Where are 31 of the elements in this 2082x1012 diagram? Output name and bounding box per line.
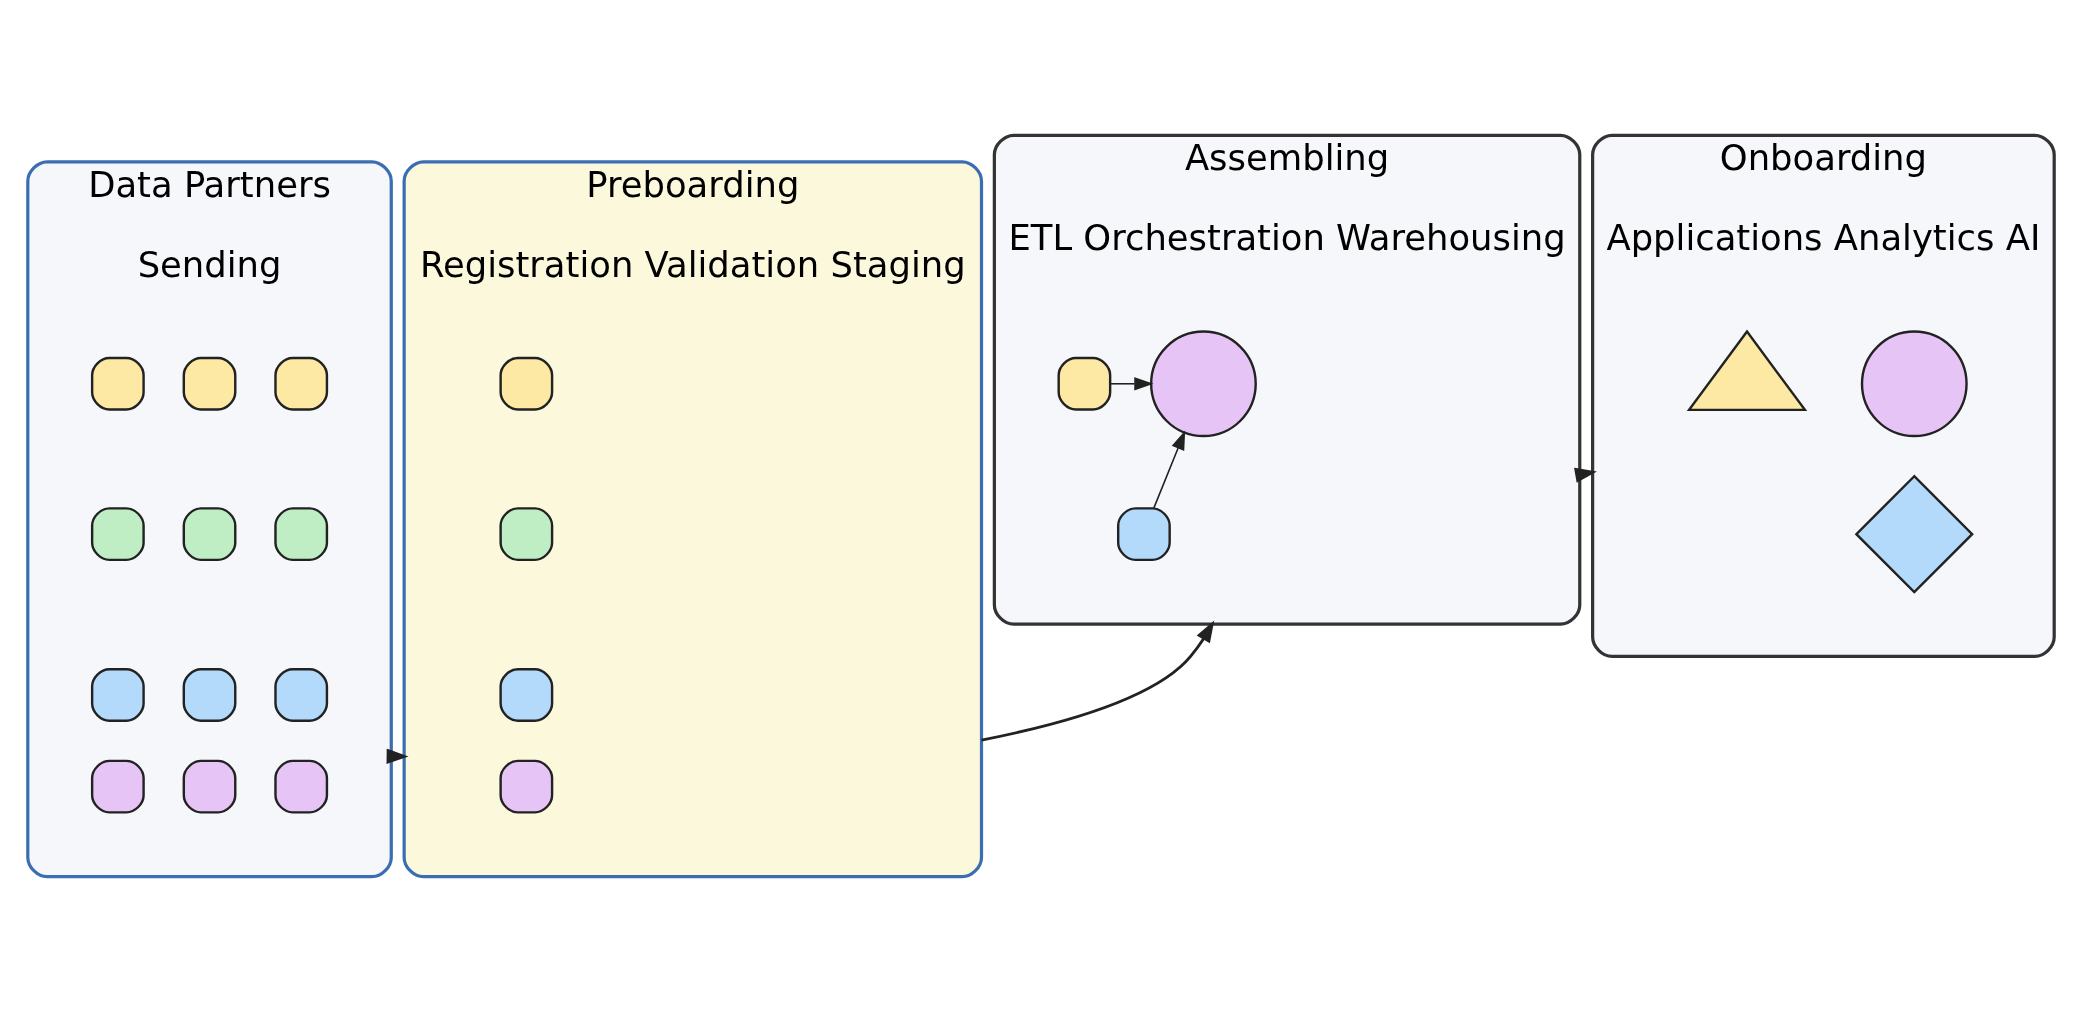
arrow <box>1152 430 1186 510</box>
arrow <box>981 620 1215 742</box>
arrow <box>386 748 409 764</box>
node-circle <box>1149 330 1257 438</box>
node-box <box>274 356 329 411</box>
node-triangle <box>1686 329 1808 412</box>
cluster: Assembling ETL Orchestration Warehousing <box>992 133 1582 626</box>
node-box <box>499 507 554 562</box>
node-box <box>1057 356 1112 411</box>
node-box <box>182 668 237 722</box>
node-box <box>182 356 237 411</box>
node-box <box>274 507 329 562</box>
node-box <box>182 507 237 562</box>
arrow <box>1574 467 1597 483</box>
node-circle <box>1860 330 1968 438</box>
node-box <box>90 356 145 411</box>
node-box <box>1117 507 1171 562</box>
cluster: Onboarding Applications Analytics AI <box>1591 133 2056 658</box>
arrow <box>1109 377 1154 391</box>
node-diamond <box>1854 474 1974 594</box>
node-box <box>90 668 145 722</box>
node-box <box>90 759 145 814</box>
node-box <box>274 759 329 814</box>
node-box <box>90 507 145 562</box>
node-box <box>499 759 554 814</box>
node-box <box>182 759 237 814</box>
cluster: Data Partners Sending <box>26 160 393 879</box>
node-box <box>499 356 554 411</box>
cluster: Preboarding Registration Validation Staging <box>402 160 984 879</box>
node-box <box>274 668 329 722</box>
node-box <box>499 668 554 722</box>
